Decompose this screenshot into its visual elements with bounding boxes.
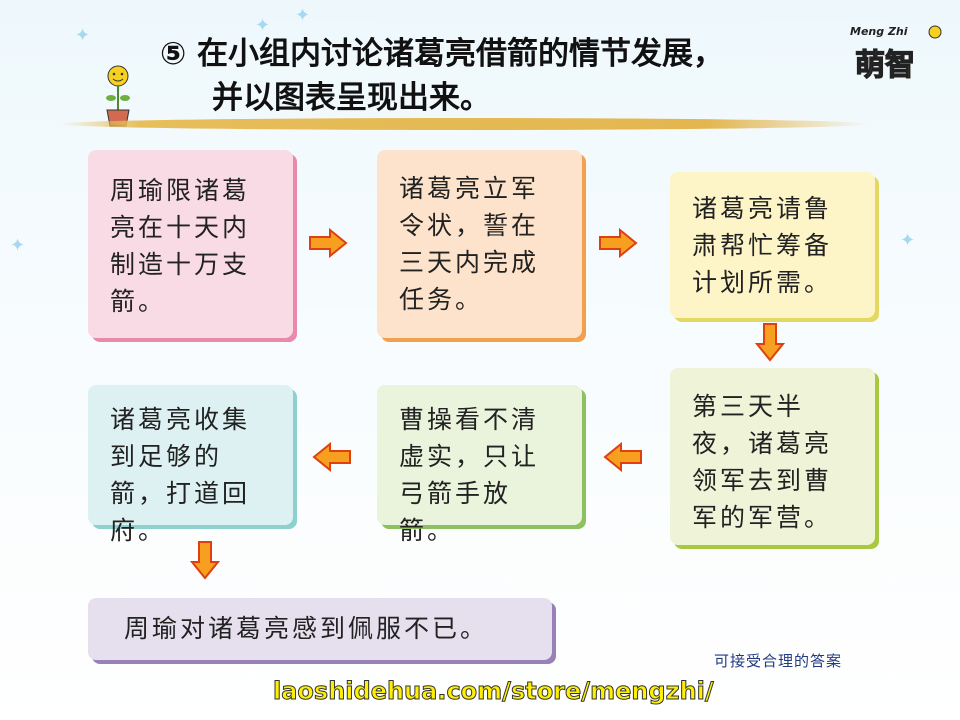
step-2-text: 诸葛亮立军令状，誓在三天内完成任务。 [399,174,540,314]
step-4-text: 第三天半夜，诸葛亮领军去到曹军的军营。 [692,392,833,532]
title-line-2: 并以图表呈现出来。 [212,80,491,116]
flower-pot-icon [98,58,138,130]
arrow-left-icon [312,442,351,472]
arrow-right-icon [599,228,638,258]
step-3-text: 诸葛亮请鲁肃帮忙筹备计划所需。 [692,194,833,297]
answer-note: 可接受合理的答案 [714,652,843,670]
star-decoration: ✦ [900,230,916,251]
page-title: ⑤ 在小组内讨论诸葛亮借箭的情节发展， 并以图表呈现出来。 [160,32,724,120]
step-2-box: 诸葛亮立军令状，誓在三天内完成任务。 [377,150,582,338]
arrow-down-icon [755,323,785,362]
step-5-text: 曹操看不清虚实，只让弓箭手放箭。 [399,405,540,545]
star-decoration: ✦ [75,25,91,46]
step-3-box: 诸葛亮请鲁肃帮忙筹备计划所需。 [670,172,875,318]
star-decoration: ✦ [255,15,271,36]
svg-text:Meng Zhi: Meng Zhi [850,25,908,38]
step-1-text: 周瑜限诸葛亮在十天内制造十万支箭。 [110,176,251,316]
step-1-box: 周瑜限诸葛亮在十天内制造十万支箭。 [88,150,293,338]
footer-url: laoshidehua.com/store/mengzhi/ [273,677,715,706]
step-6-box: 诸葛亮收集到足够的箭，打道回府。 [88,385,293,545]
star-decoration: ✦ [295,5,311,26]
step-7-text: 周瑜对诸葛亮感到佩服不已。 [124,614,489,643]
svg-text:萌智: 萌智 [855,48,915,83]
star-decoration: ✦ [10,235,26,256]
brush-stroke-divider [60,118,870,130]
step-4-box: 第三天半夜，诸葛亮领军去到曹军的军营。 [670,368,875,545]
step-6-text: 诸葛亮收集到足够的箭，打道回府。 [110,405,251,545]
arrow-left-icon [603,442,642,472]
title-line-1: ⑤ 在小组内讨论诸葛亮借箭的情节发展， [160,36,725,72]
step-5-box: 曹操看不清虚实，只让弓箭手放箭。 [377,385,582,545]
mengzhi-logo: Meng Zhi 萌智 [850,20,945,85]
arrow-right-icon [309,228,348,258]
arrow-down-icon [190,541,220,580]
step-7-box: 周瑜对诸葛亮感到佩服不已。 [88,598,552,660]
